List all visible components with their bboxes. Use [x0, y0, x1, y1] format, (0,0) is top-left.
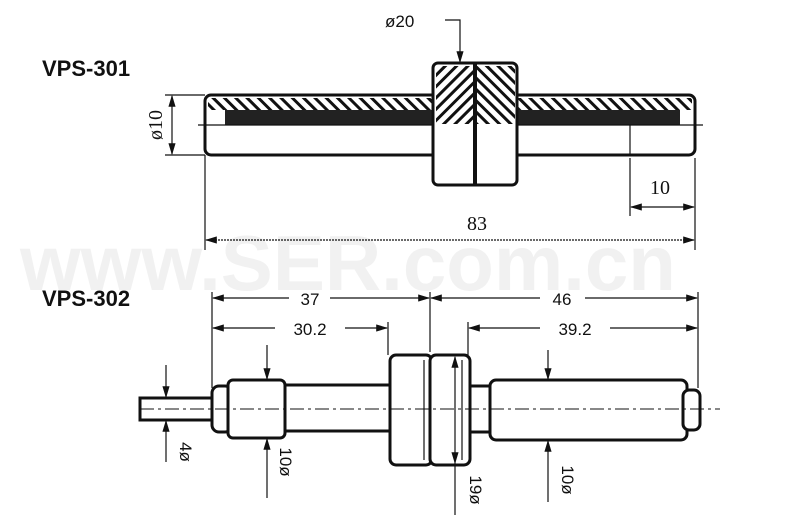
vps-302-pin-diameter: 4ø	[176, 442, 195, 462]
vps-301-overall-length: 83	[467, 213, 487, 235]
vps-302-left-diameter: 10ø	[276, 447, 295, 476]
vps-302-left-neck	[283, 383, 394, 433]
vps-301-body-diameter: ø10	[145, 110, 167, 140]
vps-302-flange-diameter: 19ø	[466, 475, 485, 504]
vps-301-hub-hatch-right	[477, 66, 515, 124]
vps-302-right-diameter: 10ø	[558, 465, 577, 494]
vps-302-right-length: 46	[553, 290, 572, 309]
vps-302-drawing: VPS-302 37 46 30.2 39.2 4ø 10ø	[42, 286, 720, 515]
vps-302-flange-left	[388, 353, 434, 467]
vps-302-left-length: 37	[301, 290, 320, 309]
vps-301-end-length: 10	[650, 177, 670, 199]
vps-301-drawing: VPS-301 ø20 ø10 83 10	[42, 12, 703, 250]
vps-302-right-body	[488, 378, 689, 442]
vps-301-label: VPS-301	[42, 56, 130, 81]
vps-302-end-cap	[681, 388, 702, 432]
vps-302-left-shaft-length: 30.2	[293, 320, 326, 339]
vps-301-hub-diameter: ø20	[385, 12, 414, 31]
vps-301-hub-hatch-left	[436, 66, 474, 124]
vps-301-hub-leader	[445, 19, 464, 64]
vps-302-label: VPS-302	[42, 286, 130, 311]
vps-302-right-shaft-length: 39.2	[558, 320, 591, 339]
vps-302-flange-right	[428, 353, 472, 467]
